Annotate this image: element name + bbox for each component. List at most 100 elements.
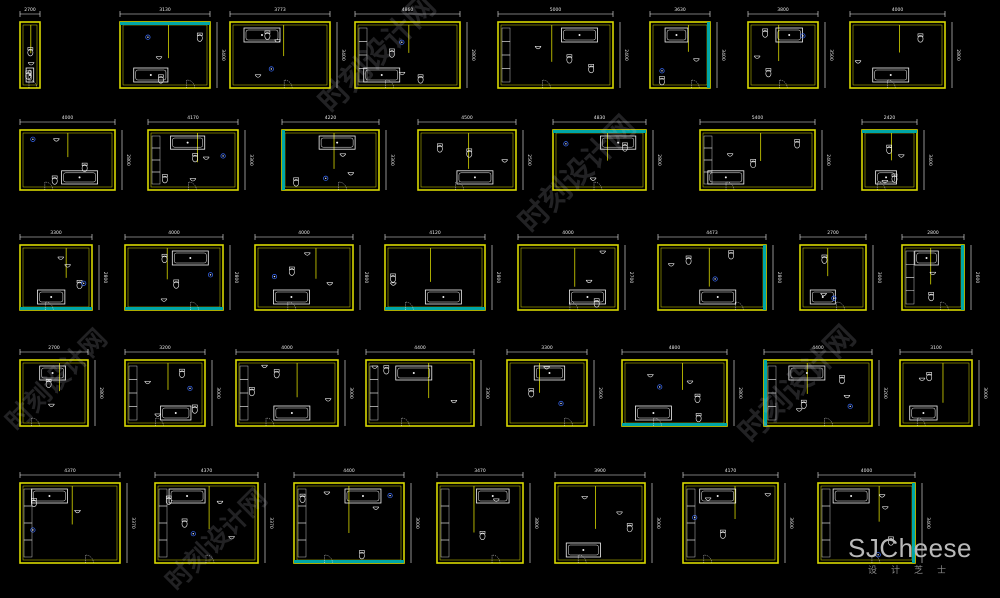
sink-basin [543, 366, 550, 370]
toilet-bowl [358, 551, 365, 560]
sink-basin [918, 377, 926, 381]
shower-center [82, 282, 85, 284]
dimension-height-label: 3000 [876, 272, 882, 284]
storage-cabinet [297, 539, 307, 558]
bathtub-basin [275, 291, 308, 303]
sink-basin [898, 154, 905, 158]
shower-head [692, 514, 698, 521]
dimension-height-label: 3370 [268, 517, 274, 529]
toilet-bowl [765, 69, 772, 78]
bathtub [456, 170, 494, 185]
toilet-tank [293, 177, 299, 181]
bathtub [872, 67, 910, 83]
door-swing [155, 417, 164, 427]
sink-basin [398, 72, 406, 76]
toilet-bowl [928, 293, 935, 302]
feature-wall [553, 130, 646, 133]
sink-basin [48, 403, 55, 407]
storage-cabinet [151, 135, 161, 149]
room-inner-wall [22, 362, 86, 424]
bathtub [875, 170, 897, 185]
room-inner-wall [685, 485, 776, 561]
door-swing [569, 301, 579, 311]
toilet-tank [593, 298, 600, 302]
sink-basin [854, 60, 862, 64]
bathtub-basin [602, 137, 635, 148]
toilet-bowl [51, 177, 58, 185]
room-inner-wall [387, 247, 483, 308]
bathtub [31, 488, 68, 504]
door-swing [44, 301, 54, 311]
bathtub-drain [260, 34, 263, 36]
sink-basin [493, 498, 500, 502]
room-inner-wall [150, 132, 236, 188]
toilet-tank [389, 48, 395, 52]
room-inner-wall [520, 247, 616, 308]
dimension-width-label: 2700 [827, 230, 839, 236]
bathtub-drain [189, 257, 192, 259]
bathtub-basin [568, 544, 599, 556]
bathtub-drain [821, 296, 824, 298]
bathroom-plan: 2700 3000 [799, 230, 882, 311]
dimension-width-label: 4120 [429, 230, 441, 236]
storage-cabinet [23, 505, 33, 524]
bathtub-basin [701, 291, 734, 303]
toilet-bowl [27, 48, 34, 57]
room-wall [229, 21, 331, 89]
storage-cabinet [151, 171, 161, 185]
feature-wall [20, 307, 92, 310]
toilet-tank [264, 30, 271, 34]
bathtub [363, 67, 401, 83]
shower-center [189, 387, 191, 390]
bathtub-basin [320, 137, 354, 148]
room-inner-wall [368, 362, 472, 424]
toilet-tank [181, 518, 188, 522]
dimension-height-label: 3400 [220, 49, 226, 61]
bathtub-basin [397, 367, 431, 379]
sink-basin [372, 506, 380, 510]
room-wall [235, 359, 339, 427]
dimension-height-label: 2800 [955, 49, 961, 61]
bathtub-drain [28, 74, 31, 76]
dimension-width-label: 4170 [725, 468, 737, 474]
storage-cabinet [686, 505, 696, 524]
door-swing [491, 554, 501, 564]
toilet-tank [762, 28, 768, 32]
shower-head [657, 384, 663, 390]
room-inner-wall [232, 24, 328, 86]
dimension-height-label: 2600 [974, 272, 980, 284]
bathtub [533, 365, 566, 381]
toilet-bowl [299, 495, 306, 503]
shower-head [207, 272, 214, 278]
dimension-width-label: 3300 [50, 230, 62, 236]
toilet-tank [479, 531, 486, 535]
bathtub-basin [874, 69, 907, 81]
sink-basin [274, 39, 281, 43]
bathtub [699, 289, 737, 305]
storage-cabinet [369, 406, 379, 421]
bathtub [664, 27, 689, 43]
toilet-bowl [390, 275, 396, 283]
bathtub [914, 250, 939, 266]
bathtub [37, 289, 66, 305]
storage-cabinet [128, 406, 138, 421]
shower-center [270, 68, 273, 70]
toilet-tank [81, 162, 88, 166]
shower-center [560, 402, 562, 405]
toilet-bowl [273, 370, 280, 379]
bathtub [243, 27, 281, 43]
room-inner-wall [750, 24, 816, 86]
sink-basin [202, 156, 210, 160]
shower-head [323, 175, 329, 181]
dimension-height-label: 2800 [737, 387, 743, 399]
bathtub-basin [427, 291, 460, 303]
dimension-width-label: 3300 [541, 345, 553, 351]
bathtub-drain [51, 372, 54, 374]
toilet-tank [417, 74, 424, 78]
toilet-tank [886, 144, 892, 148]
dimension-height-label: 2600 [597, 387, 603, 399]
sink-basin [753, 55, 761, 59]
